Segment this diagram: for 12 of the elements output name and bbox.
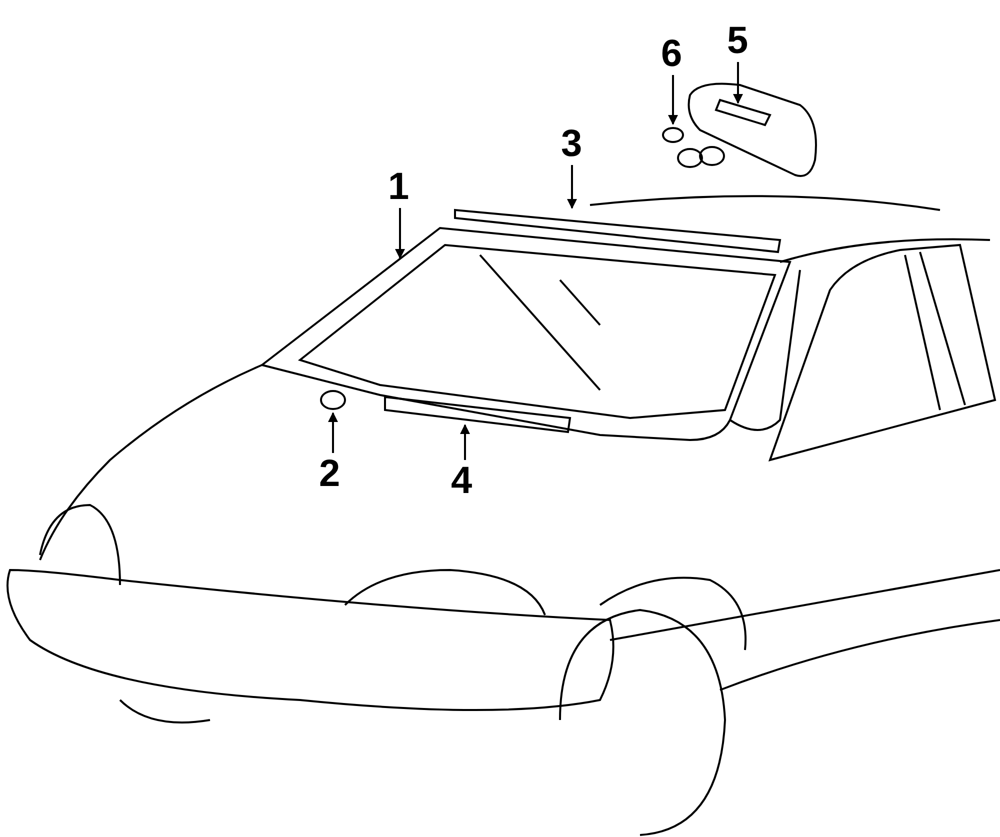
leader-line [668, 75, 678, 125]
callout-number: 5 [727, 22, 748, 60]
callout-number: 4 [451, 462, 472, 500]
callout-number: 2 [319, 455, 340, 493]
callout-number: 3 [561, 125, 582, 163]
leader-line [733, 62, 743, 104]
leader-line [395, 208, 405, 259]
callout-number: 6 [661, 35, 682, 73]
leader-line [328, 412, 338, 453]
leader-line [460, 424, 470, 460]
callout-number: 1 [388, 168, 410, 206]
leader-line [567, 165, 577, 209]
